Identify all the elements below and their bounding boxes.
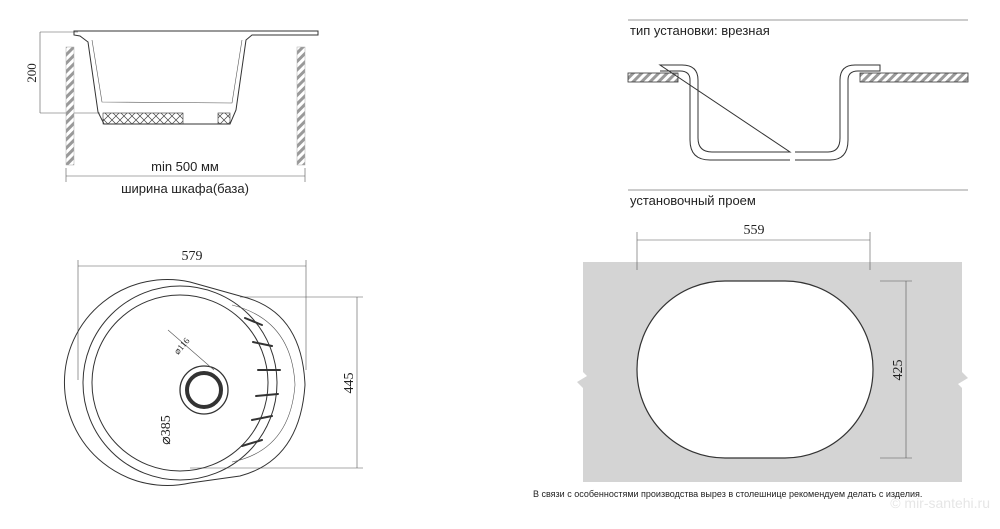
cabinet-width-label: ширина шкафа(база) (121, 181, 249, 196)
watermark: © mir-santehi.ru (890, 495, 990, 511)
min-width-label: min 500 мм (151, 159, 219, 174)
countertop-left (627, 72, 679, 83)
side-view: 200 min 500 мм ширина шкафа(база) (24, 30, 319, 196)
cutout-shape (636, 280, 874, 459)
bowl (91, 294, 269, 472)
cabinet-wall-right (296, 46, 306, 166)
cutout-label: установочный проем (630, 193, 756, 208)
cutout-drawing: 559 425 (577, 223, 968, 482)
sink-profile (73, 30, 319, 125)
cutout-height: 425 (891, 360, 906, 381)
countertop-right (859, 72, 969, 83)
depth-dimension: 445 (342, 373, 357, 394)
sink-section-right (795, 64, 881, 161)
cabinet-wall-left (65, 46, 75, 166)
sink-outline (63, 279, 306, 486)
manufacturing-note: В связи с особенностями производства выр… (533, 489, 922, 499)
height-dimension: 200 (24, 63, 39, 83)
install-type-section: тип установки: врезная установочный прое… (627, 19, 969, 208)
bowl-diameter: ⌀385 (159, 415, 174, 444)
width-dimension: 579 (182, 249, 203, 264)
install-type-label: тип установки: врезная (630, 23, 770, 38)
drain-diameter: ⌀116 (172, 335, 192, 356)
cutout-width: 559 (744, 223, 765, 238)
sink-section-left (658, 64, 792, 161)
top-view: 579 445 ⌀116 ⌀385 (63, 249, 363, 486)
drainboard-ribs (241, 317, 281, 447)
